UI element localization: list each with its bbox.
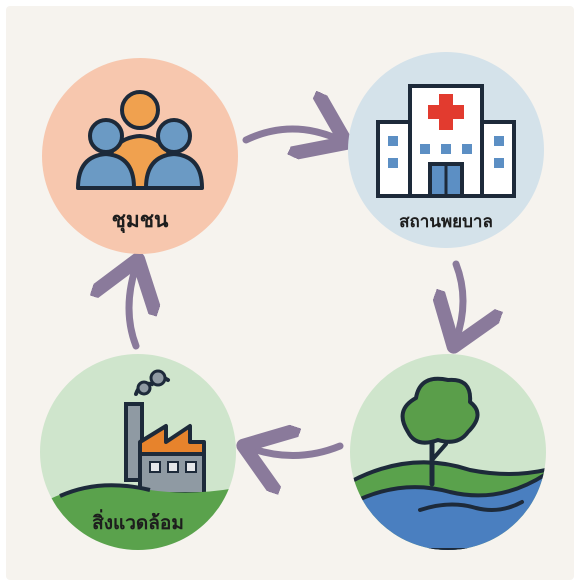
node-label-hospital: สถานพยบาล — [399, 212, 493, 232]
node-hospital: สถานพยบาล — [348, 52, 544, 248]
node-environment: สิ่งแวดล้อม — [40, 354, 236, 550]
hospital-icon — [348, 52, 544, 248]
node-label-community: ชุมชน — [111, 208, 169, 232]
tree-water-icon — [350, 354, 546, 550]
node-nature — [350, 354, 546, 550]
factory-icon — [40, 354, 236, 550]
node-community: ชุมชน — [42, 58, 238, 254]
node-label-environment: สิ่งแวดล้อม — [92, 512, 184, 534]
people-icon — [42, 58, 238, 254]
